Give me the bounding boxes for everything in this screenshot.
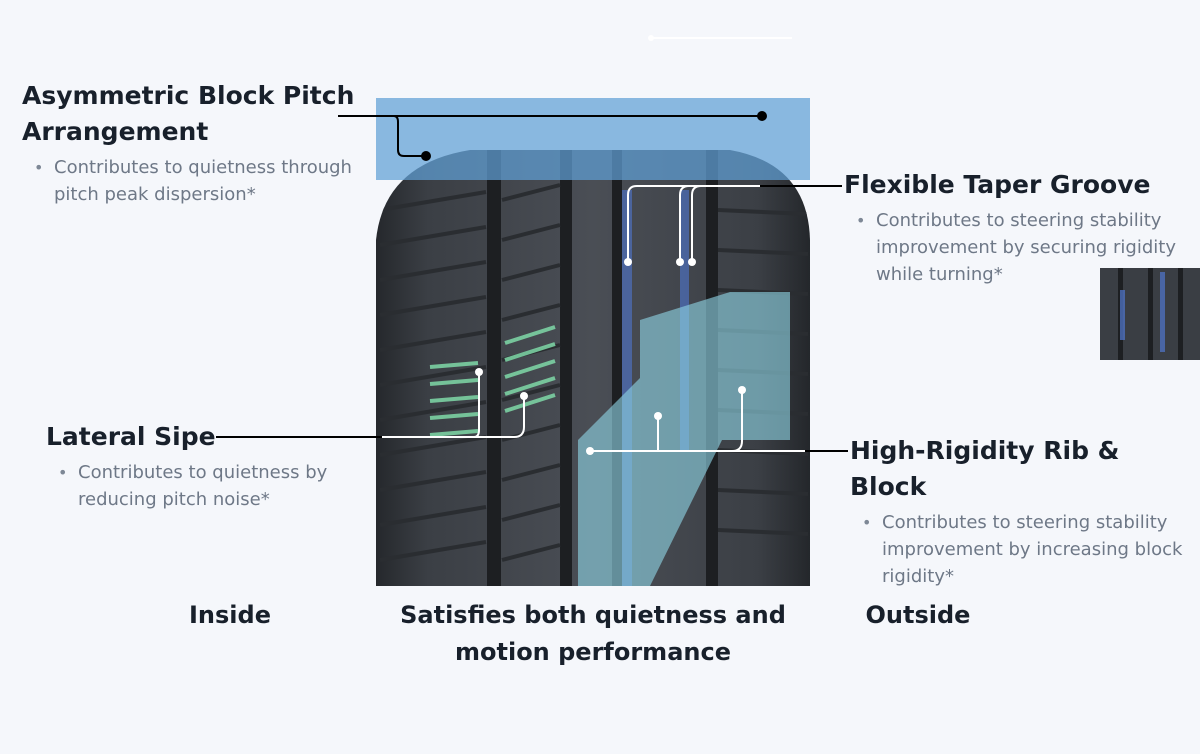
callout-rigidity-bullet: Contributes to steering stability improv… bbox=[850, 509, 1195, 590]
leader-rigidity bbox=[590, 390, 848, 452]
callout-asymmetric: Asymmetric Block Pitch Arrangement Contr… bbox=[22, 78, 362, 208]
callout-lateral-bullet: Contributes to quietness by reducing pit… bbox=[46, 459, 346, 513]
leader-flexible bbox=[627, 185, 760, 262]
callout-asymmetric-bullet: Contributes to quietness through pitch p… bbox=[22, 154, 362, 208]
label-center: Satisfies both quietness and motion perf… bbox=[400, 601, 786, 666]
callout-flexible-bullet: Contributes to steering stability improv… bbox=[844, 207, 1194, 288]
leader-lateral bbox=[216, 372, 525, 438]
top-progress-dot bbox=[648, 35, 654, 41]
callout-rigidity-title: High-Rigidity Rib & Block bbox=[850, 436, 1120, 501]
callout-asymmetric-title: Asymmetric Block Pitch Arrangement bbox=[22, 81, 355, 146]
rib-block-highlight bbox=[578, 292, 790, 586]
leader-asymmetric bbox=[338, 115, 762, 157]
label-outside: Outside bbox=[865, 601, 971, 629]
callout-flexible: Flexible Taper Groove Contributes to ste… bbox=[844, 167, 1194, 288]
callout-rigidity: High-Rigidity Rib & Block Contributes to… bbox=[850, 433, 1195, 590]
callout-lateral: Lateral Sipe Contributes to quietness by… bbox=[46, 419, 346, 513]
callout-flexible-title: Flexible Taper Groove bbox=[844, 170, 1151, 199]
pitch-highlight-band bbox=[376, 98, 810, 180]
label-inside: Inside bbox=[189, 601, 271, 629]
sipe-highlight bbox=[429, 325, 556, 437]
callout-lateral-title: Lateral Sipe bbox=[46, 422, 216, 451]
